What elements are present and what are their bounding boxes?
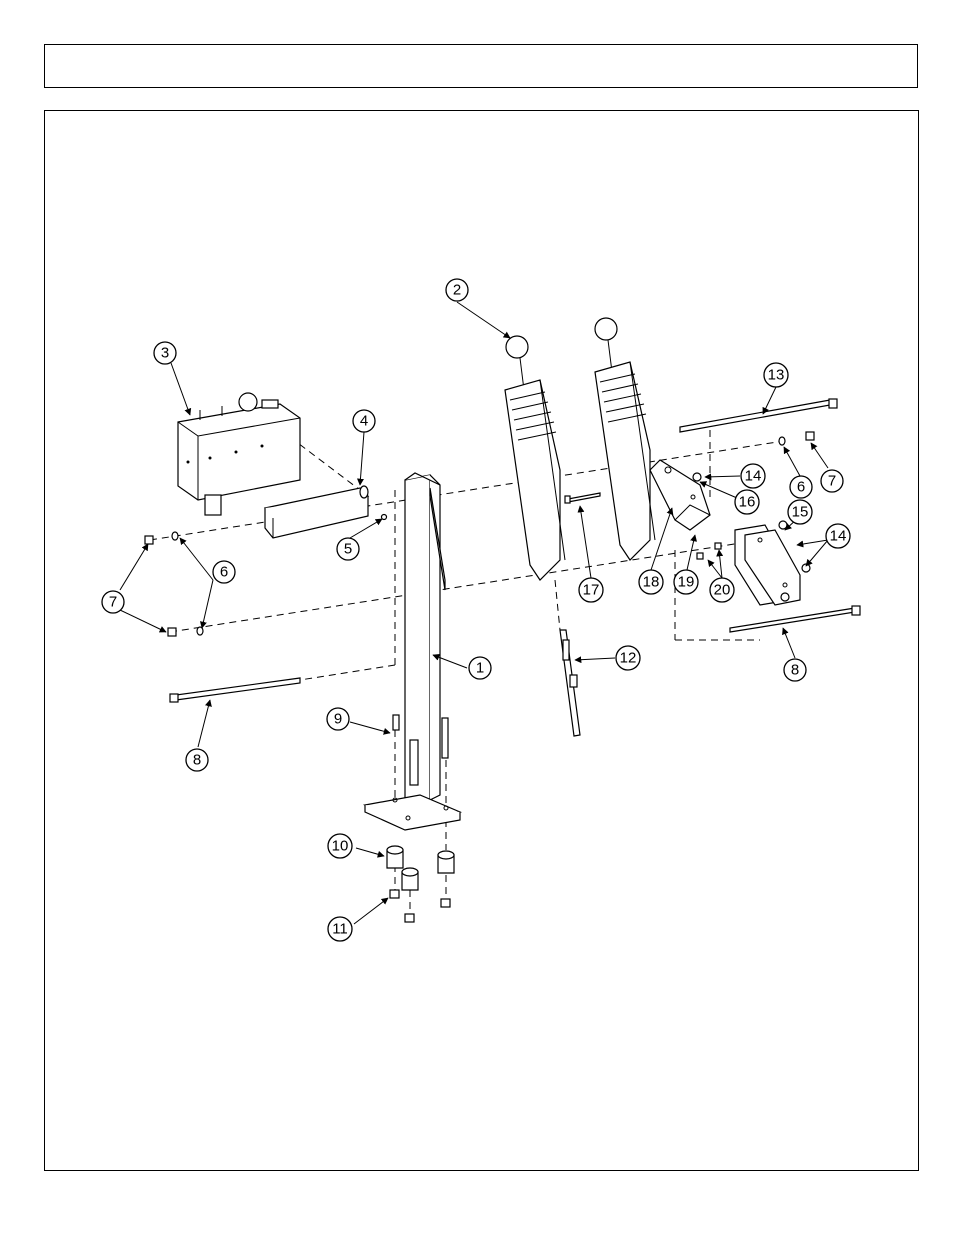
leader-lines	[120, 302, 828, 924]
mount-bracket	[265, 486, 368, 538]
svg-text:15: 15	[792, 504, 809, 521]
svg-text:14: 14	[745, 468, 762, 485]
svg-text:13: 13	[768, 367, 785, 384]
callout-6b: 6	[790, 476, 812, 498]
callout-13: 13	[764, 363, 788, 387]
svg-text:12: 12	[620, 650, 637, 667]
callout-15: 15	[788, 500, 812, 524]
svg-text:3: 3	[161, 345, 169, 362]
long-bolt-left	[170, 678, 300, 702]
callout-19: 19	[674, 570, 698, 594]
svg-text:7: 7	[828, 473, 836, 490]
callout-14a: 14	[741, 464, 765, 488]
callout-9: 9	[327, 708, 349, 730]
svg-text:5: 5	[344, 541, 352, 558]
svg-text:6: 6	[797, 479, 805, 496]
callout-18: 18	[639, 570, 663, 594]
svg-text:9: 9	[334, 711, 342, 728]
callout-10: 10	[328, 834, 352, 858]
svg-text:8: 8	[791, 662, 799, 679]
svg-text:19: 19	[678, 574, 695, 591]
svg-text:1: 1	[476, 660, 484, 677]
svg-text:20: 20	[714, 582, 731, 599]
svg-text:10: 10	[332, 838, 349, 855]
callout-1: 1	[469, 657, 491, 679]
svg-text:4: 4	[360, 413, 368, 430]
callout-4: 4	[353, 410, 375, 432]
pivot-bolt	[565, 493, 600, 503]
svg-text:14: 14	[830, 528, 847, 545]
lever-bracket	[650, 460, 710, 530]
svg-text:16: 16	[739, 494, 756, 511]
control-rod	[560, 630, 580, 736]
svg-text:11: 11	[332, 921, 348, 938]
callout-16: 16	[735, 490, 759, 514]
callout-17: 17	[579, 578, 603, 602]
callout-11: 11	[328, 917, 352, 941]
control-box	[178, 393, 300, 515]
svg-text:18: 18	[643, 574, 660, 591]
svg-text:6: 6	[220, 564, 228, 581]
callout-12: 12	[616, 646, 640, 670]
long-bolt-right	[730, 606, 860, 632]
callout-8a: 8	[186, 749, 208, 771]
callout-20: 20	[710, 578, 734, 602]
svg-text:7: 7	[109, 594, 117, 611]
svg-text:8: 8	[193, 752, 201, 769]
control-lever-right	[595, 318, 655, 560]
callout-5: 5	[337, 538, 359, 560]
callout-14b: 14	[826, 524, 850, 548]
callout-3: 3	[154, 342, 176, 364]
svg-text:17: 17	[583, 582, 600, 599]
callout-7a: 7	[102, 591, 124, 613]
cover-plates	[735, 525, 800, 605]
long-bolt-top	[680, 399, 837, 432]
callout-2: 2	[446, 279, 468, 301]
callout-8b: 8	[784, 659, 806, 681]
callout-7b: 7	[821, 470, 843, 492]
callout-6a: 6	[213, 561, 235, 583]
control-lever-left	[505, 336, 565, 580]
svg-text:2: 2	[453, 282, 461, 299]
